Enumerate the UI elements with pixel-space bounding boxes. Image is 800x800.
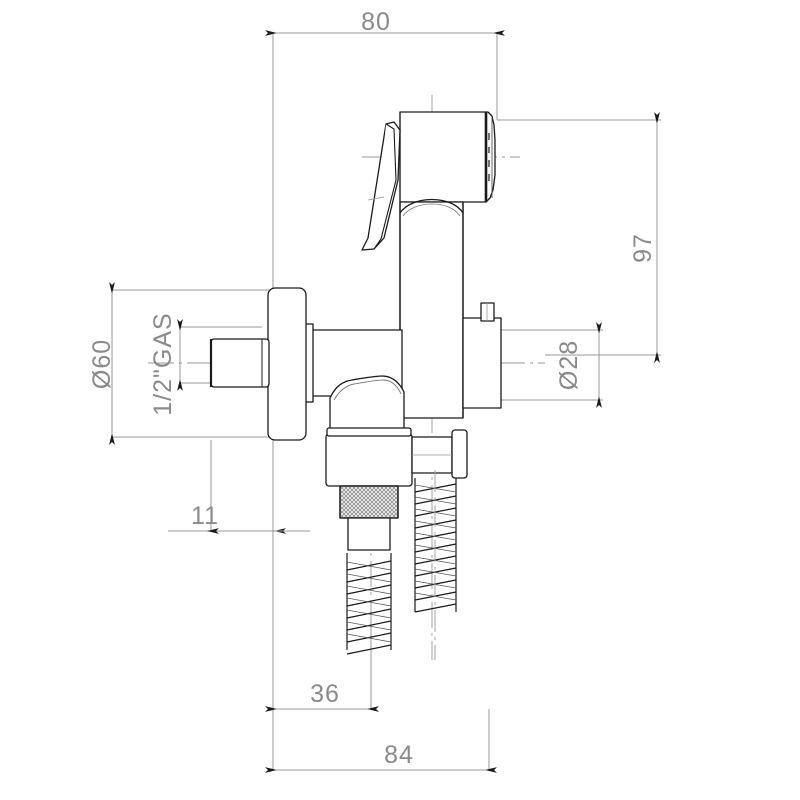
dim-label-97: 97 [629,233,657,263]
dim-11 [168,440,310,534]
dimension-labels: 80 Ø60 1/2"GAS 97 Ø28 11 36 84 [88,8,657,769]
dim-label-d60: Ø60 [88,339,116,389]
dim-label-80: 80 [361,8,391,36]
dim-label-11: 11 [191,502,219,530]
spray-head [399,111,496,203]
dim-label-half-gas: 1/2"GAS [149,312,177,415]
dim-97 [497,112,661,363]
trigger-lever [361,121,401,251]
dimension-lines [109,30,661,773]
dim-d60 [109,282,272,445]
product-outline [209,111,502,551]
dim-84 [265,709,497,773]
hose-left [346,553,392,655]
dim-label-d28: Ø28 [555,340,583,390]
knurled-nut [325,427,413,551]
spray-body [399,198,464,419]
hose-right [414,478,457,613]
dim-label-84: 84 [384,741,414,769]
holder-bracket [411,429,468,479]
spray-neck-collar [462,302,502,409]
dim-d28 [497,322,603,408]
dim-label-36: 36 [310,680,340,708]
stop-valve-body [209,287,405,441]
